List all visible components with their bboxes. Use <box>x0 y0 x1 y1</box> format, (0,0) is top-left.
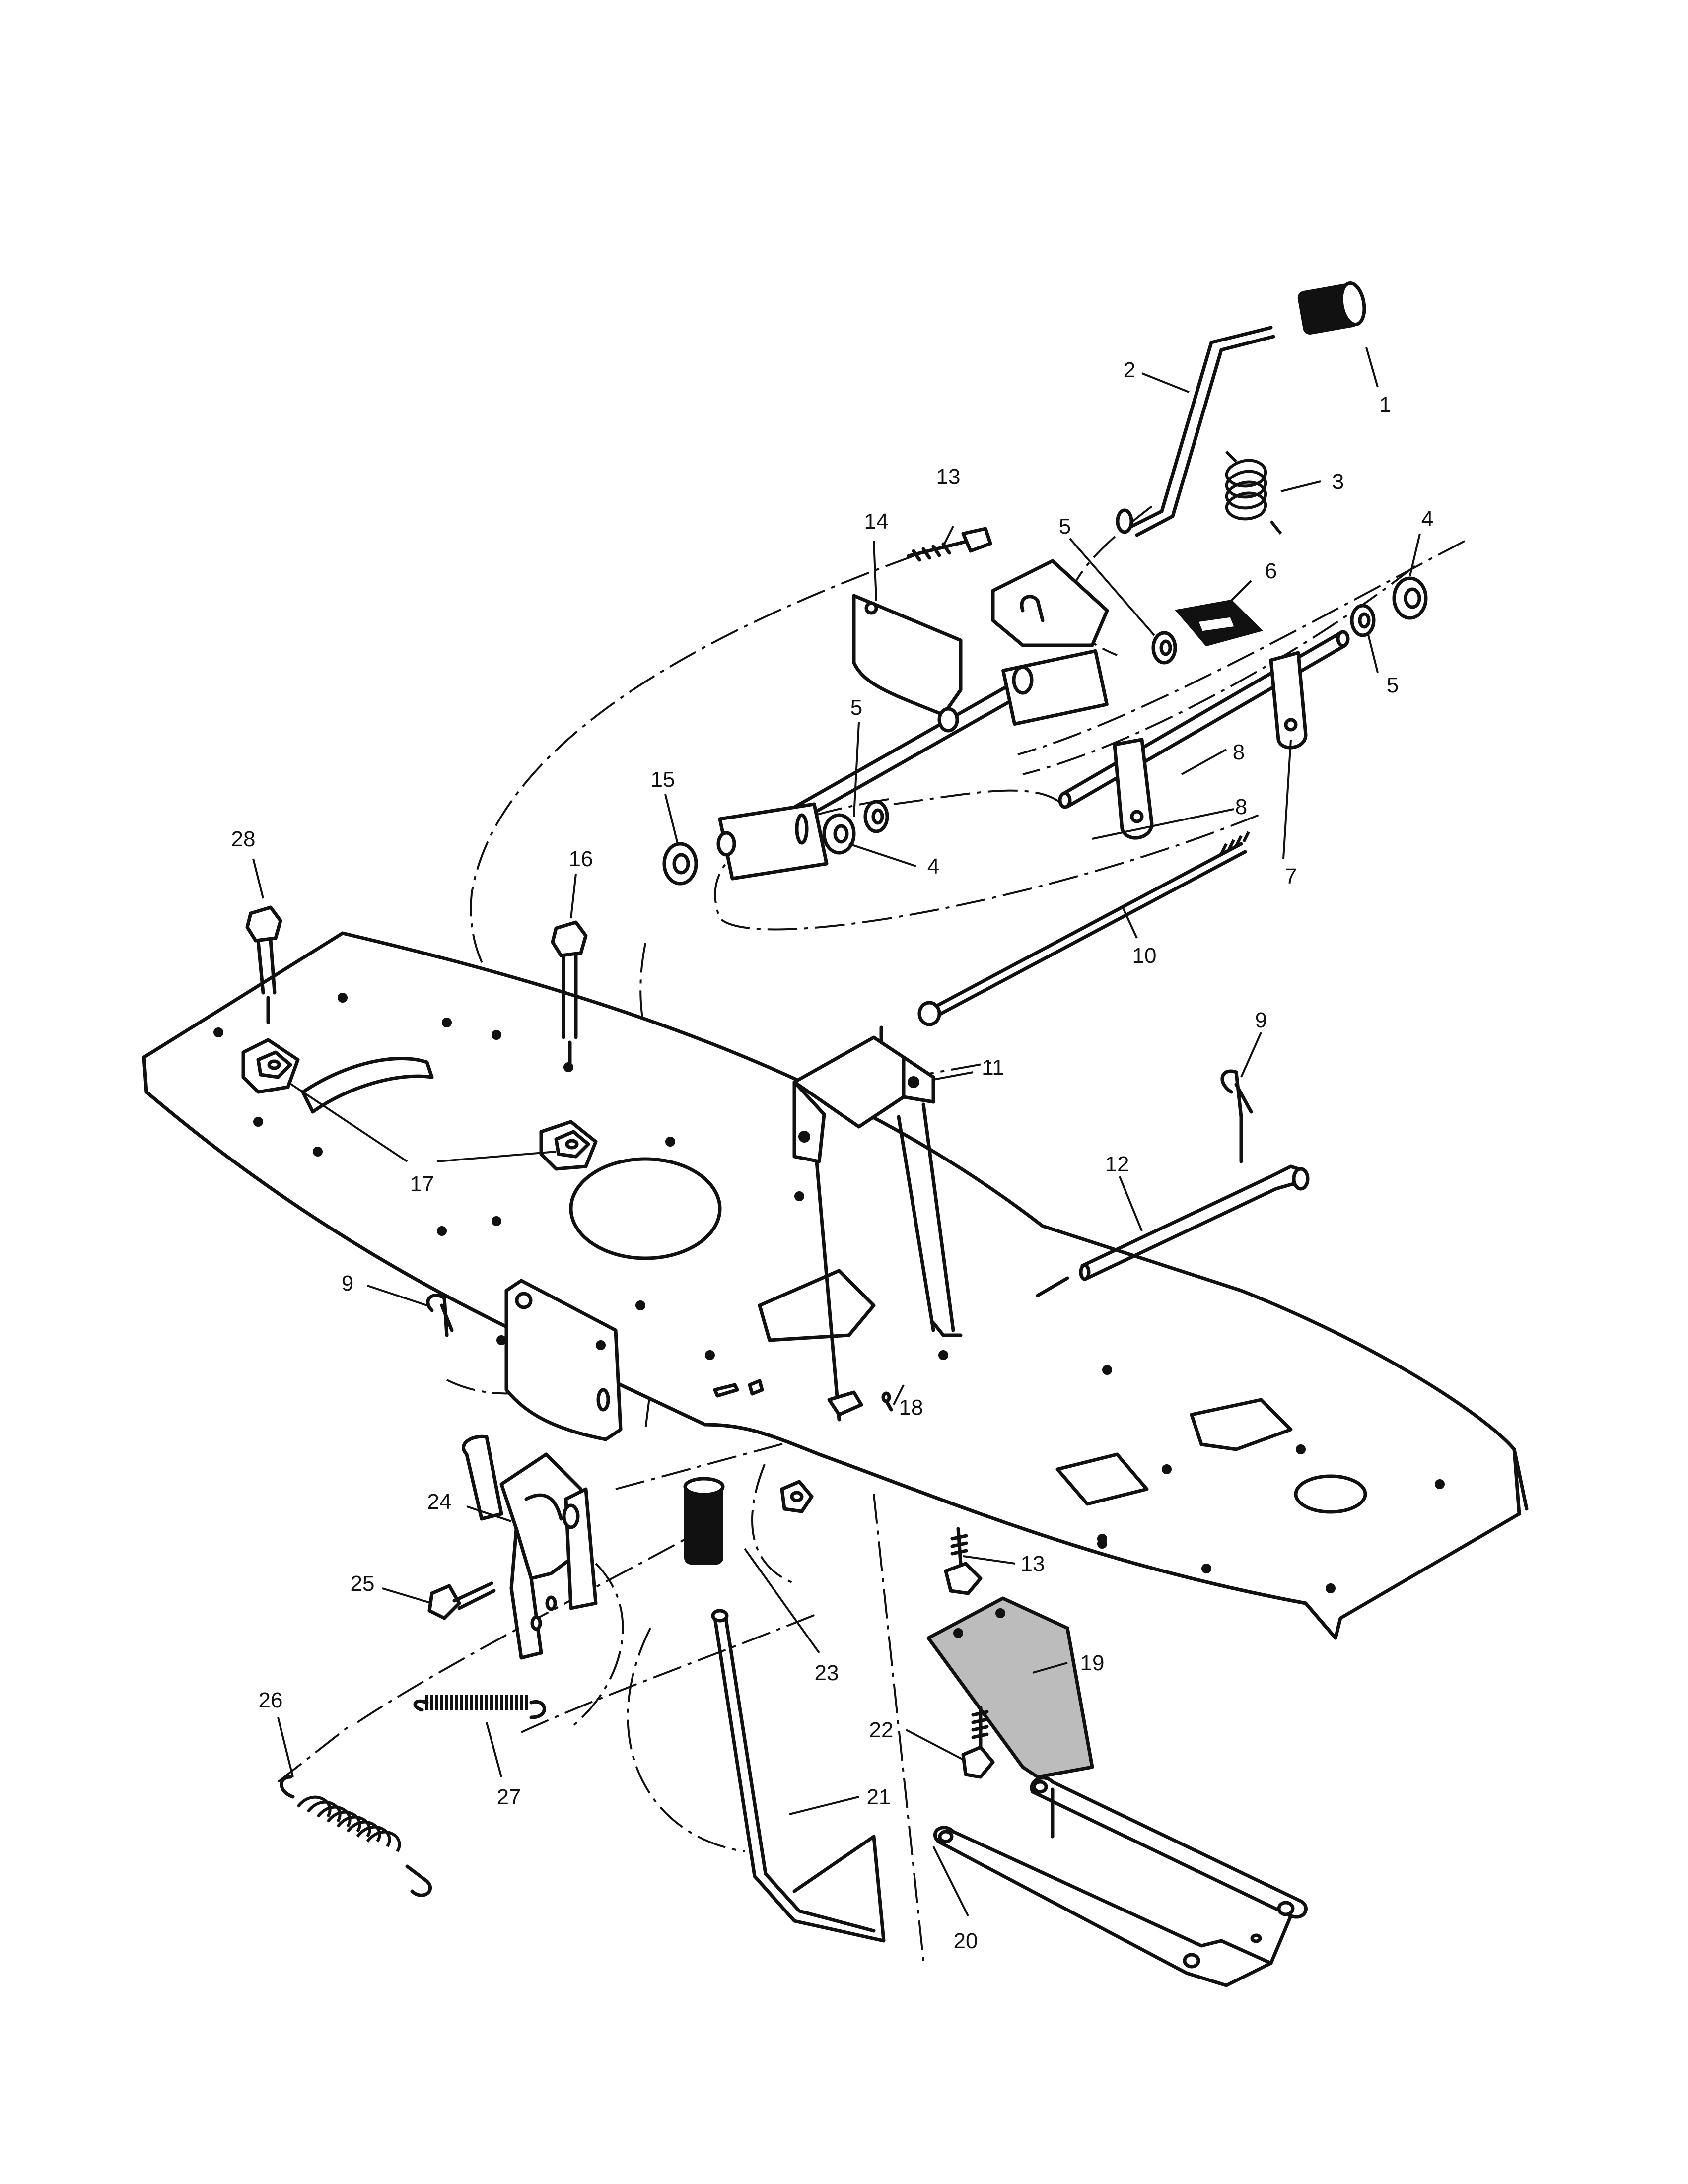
part-11-u-bracket <box>792 1025 955 1422</box>
part-28-bolt <box>245 905 282 1024</box>
part-20-linkage-bar <box>933 1776 1308 1987</box>
part-19-foot-plate <box>926 1596 1094 1779</box>
part-10-rod <box>917 831 1250 1026</box>
frame-holes <box>213 993 1445 1593</box>
part-13-bolt-lower <box>944 1527 983 1595</box>
pivot-bracket-upper <box>991 559 1109 647</box>
part-2-pedal-lever <box>1116 326 1275 537</box>
part-4-washer-right <box>1392 576 1428 620</box>
callout-3: 3 <box>1332 470 1344 494</box>
part-16-bolt <box>551 920 588 1064</box>
part-23-pedal-pad <box>683 1477 725 1565</box>
callout-27: 27 <box>497 1785 521 1809</box>
callout-12: 12 <box>1105 1152 1129 1176</box>
leader-lines <box>252 347 1421 1916</box>
left-mount-plate <box>504 1279 623 1441</box>
callout-23: 23 <box>815 1661 839 1685</box>
callout-5: 5 <box>1059 514 1071 539</box>
callout-8: 8 <box>1235 795 1247 819</box>
callout-26: 26 <box>259 1688 283 1712</box>
part-27-spring <box>413 1695 546 1719</box>
callout-9: 9 <box>342 1271 353 1296</box>
callout-14: 14 <box>864 509 889 534</box>
callout-10: 10 <box>1132 944 1157 968</box>
callout-5: 5 <box>1387 673 1399 697</box>
callout-labels: 1 2 3 4 4 5 5 5 6 7 8 8 9 9 10 11 12 13 … <box>231 358 1434 1953</box>
part-7-arms <box>1113 651 1308 840</box>
callout-28: 28 <box>231 827 256 851</box>
part-14-bracket-plate <box>852 594 963 717</box>
callout-21: 21 <box>867 1785 891 1809</box>
callout-6: 6 <box>1265 559 1277 583</box>
callout-16: 16 <box>569 847 593 871</box>
part-13-bolt-upper <box>907 527 992 562</box>
callout-4: 4 <box>927 854 939 879</box>
part-3-spring <box>1225 450 1282 535</box>
pivot-plate-lower <box>716 802 829 881</box>
callout-13: 13 <box>936 465 961 489</box>
callout-8: 8 <box>1233 740 1245 764</box>
callout-7: 7 <box>1285 864 1297 888</box>
callout-9: 9 <box>1255 1008 1267 1032</box>
part-5-washer-mid <box>1151 631 1177 665</box>
callout-22: 22 <box>869 1718 894 1742</box>
callout-25: 25 <box>351 1571 375 1596</box>
part-25-bolt <box>427 1581 496 1620</box>
part-15-washer <box>662 842 698 886</box>
part-9-hairpin-left <box>426 1294 454 1337</box>
callout-17: 17 <box>410 1172 434 1196</box>
part-5-washer-right <box>1350 604 1376 637</box>
callout-1: 1 <box>1379 393 1391 417</box>
part-12-rod <box>1036 1164 1310 1297</box>
part-5-washer-lower <box>863 800 889 833</box>
callout-19: 19 <box>1080 1651 1105 1675</box>
callout-5: 5 <box>850 695 862 720</box>
part-18-pin <box>827 1321 963 1417</box>
nut-lower <box>780 1480 814 1513</box>
callout-24: 24 <box>427 1490 452 1514</box>
callout-15: 15 <box>651 767 675 792</box>
part-21-pedal-lever <box>711 1609 886 1943</box>
part-24-bracket <box>462 1434 598 1660</box>
callout-4: 4 <box>1421 507 1433 531</box>
callout-13: 13 <box>1021 1552 1045 1576</box>
part-1-pedal-pad <box>1297 281 1366 335</box>
part-4-washer-lower <box>822 813 856 855</box>
callout-11: 11 <box>982 1055 1004 1080</box>
callout-20: 20 <box>954 1929 978 1953</box>
callout-18: 18 <box>899 1395 923 1420</box>
part-9-hairpin-right <box>1220 1069 1253 1163</box>
callout-2: 2 <box>1124 358 1135 382</box>
part-17-weld-nuts <box>241 1038 598 1171</box>
part-22-bolt <box>961 1706 995 1779</box>
part-6-bushing <box>1175 599 1263 647</box>
part-26-spring <box>280 1775 432 1897</box>
